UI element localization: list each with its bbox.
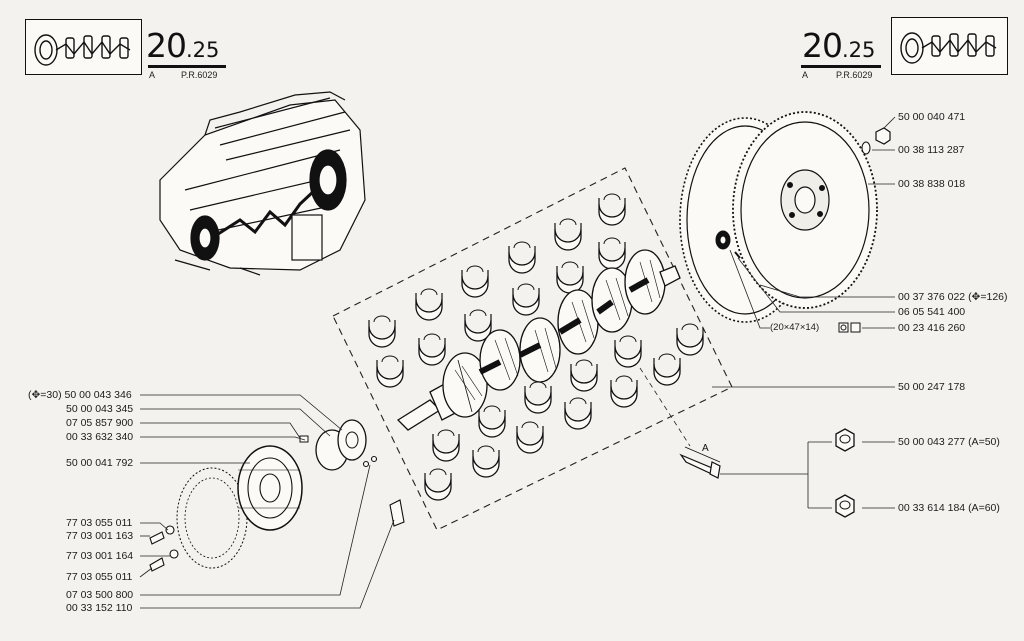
bearing-dimensions-label: (20×47×14) [770,322,820,333]
conrod-nut-a60 [835,494,855,518]
callout-label: 00 38 838 018 [898,178,966,190]
callout-label: 00 33 152 110 [66,602,133,614]
ref-right: P.R.6029 [836,70,873,80]
callout-label: 77 03 055 011 [66,571,133,583]
small-fasteners [149,455,405,572]
dimension-a-label: A [702,443,709,454]
crankshaft-icon [900,32,997,64]
header-rule-right [801,65,881,68]
page-number-main: 20 [146,26,187,65]
flywheel [679,111,878,323]
timing-gear-hub [299,419,367,471]
callout-label: 50 00 041 792 [66,457,134,469]
flywheel-bolt-washer [861,127,891,155]
callout-label: 06 05 541 400 [898,306,966,318]
ref-left: P.R.6029 [181,70,218,80]
damper-pulley [176,445,303,569]
callout-label: 00 33 614 184 (A=60) [898,502,1000,514]
page-number-right: 20.25 [802,26,875,65]
variant-left: A [149,70,156,80]
callout-label: 77 03 001 164 [66,550,134,562]
conrod-nut-a50 [835,428,855,452]
crankshaft-group-outline [332,167,733,531]
crankshaft-icon [34,34,131,66]
page-number-main: 20 [802,26,843,65]
callout-label: 77 03 001 163 [66,530,134,542]
callout-label: (✥=30) 50 00 043 346 [28,389,132,401]
bearing-symbol [838,322,861,333]
page-number-sub: .25 [186,38,220,62]
callout-label: 00 33 632 340 [66,431,134,443]
crankshaft-thumbnail-right [891,17,1008,75]
callout-label: 07 05 857 900 [66,417,134,429]
callout-label: 77 03 055 011 [66,517,133,529]
callout-label: 07 03 500 800 [66,589,134,601]
callout-label: 00 38 113 287 [898,144,965,156]
page-number-sub: .25 [842,38,876,62]
leader-lines [139,116,896,609]
engine-illustration [159,91,366,276]
crankshaft [396,249,681,431]
callout-label: 00 23 416 260 [898,322,966,334]
callout-label: 00 37 376 022 (✥=126) [898,291,1008,303]
conrod-bolt: A [679,443,721,479]
callout-label: 50 00 040 471 [898,111,966,123]
callout-label: 50 00 043 345 [66,403,134,415]
variant-right: A [802,70,809,80]
page-number-left: 20.25 [146,26,219,65]
crankshaft-thumbnail-left [25,19,142,75]
callout-label: 50 00 247 178 [898,381,966,393]
callout-label: 50 00 043 277 (A=50) [898,436,1000,448]
header-rule-left [148,65,226,68]
